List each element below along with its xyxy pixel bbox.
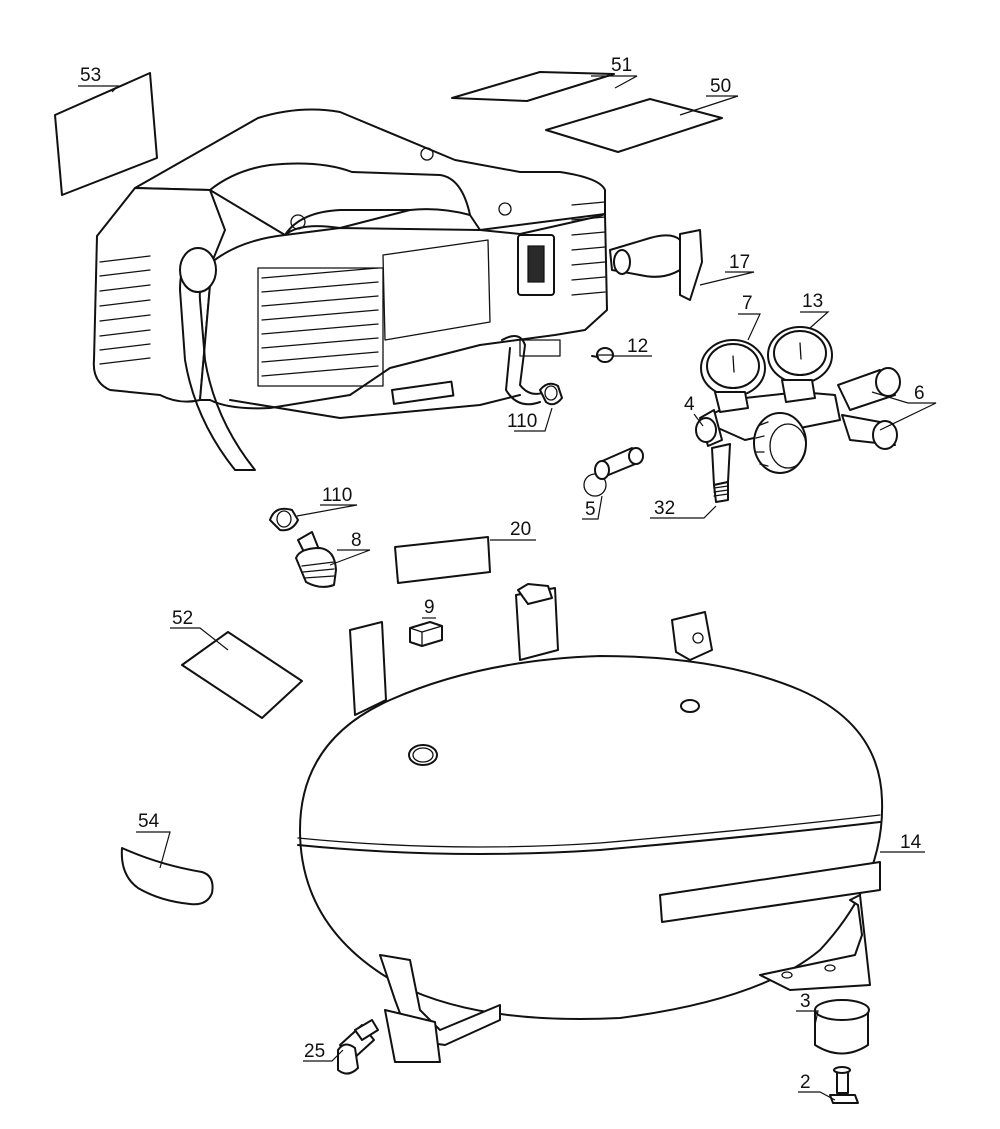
callout-50: 50 (710, 76, 731, 97)
part-9-block (409, 621, 443, 647)
motor-pump-assembly (92, 108, 703, 471)
part-110-clamp-lower (269, 507, 299, 532)
part-14-tank (297, 583, 884, 1063)
gauge-manifold-assembly (695, 326, 901, 503)
callout-4: 4 (684, 394, 695, 415)
callout-54: 54 (138, 811, 160, 832)
callout-7: 7 (742, 293, 753, 314)
decal-20 (394, 536, 491, 584)
part-8-fitting (295, 531, 337, 588)
part-5-drain-valve (583, 447, 644, 497)
part-2-bolt (829, 1066, 859, 1104)
part-12-screw (591, 347, 614, 363)
callout-9: 9 (424, 597, 435, 618)
callout-20: 20 (510, 519, 531, 540)
part-3-rubber-foot (814, 999, 870, 1055)
decal-52 (181, 631, 303, 719)
callout-6: 6 (914, 383, 925, 404)
callout-13: 13 (802, 291, 823, 312)
callout-110-lower: 110 (322, 485, 352, 506)
callout-3: 3 (800, 991, 811, 1012)
callout-51: 51 (611, 55, 632, 76)
callout-leaders (78, 75, 937, 1101)
callout-14: 14 (900, 832, 922, 853)
decal-51 (451, 71, 615, 102)
callout-110-upper: 110 (507, 411, 537, 432)
callout-32: 32 (654, 498, 675, 519)
decal-50 (545, 98, 723, 153)
callout-52: 52 (172, 608, 193, 629)
callout-25: 25 (304, 1041, 325, 1062)
callout-53: 53 (80, 65, 101, 86)
callout-12: 12 (627, 336, 648, 357)
decal-53 (54, 72, 158, 196)
callout-17: 17 (729, 252, 750, 273)
callout-5: 5 (585, 499, 596, 520)
decal-54 (120, 847, 214, 906)
part-110-clamp-upper (539, 382, 563, 406)
callout-8: 8 (351, 530, 362, 551)
part-25-drain-cock (337, 1019, 379, 1075)
callout-2: 2 (800, 1072, 811, 1093)
